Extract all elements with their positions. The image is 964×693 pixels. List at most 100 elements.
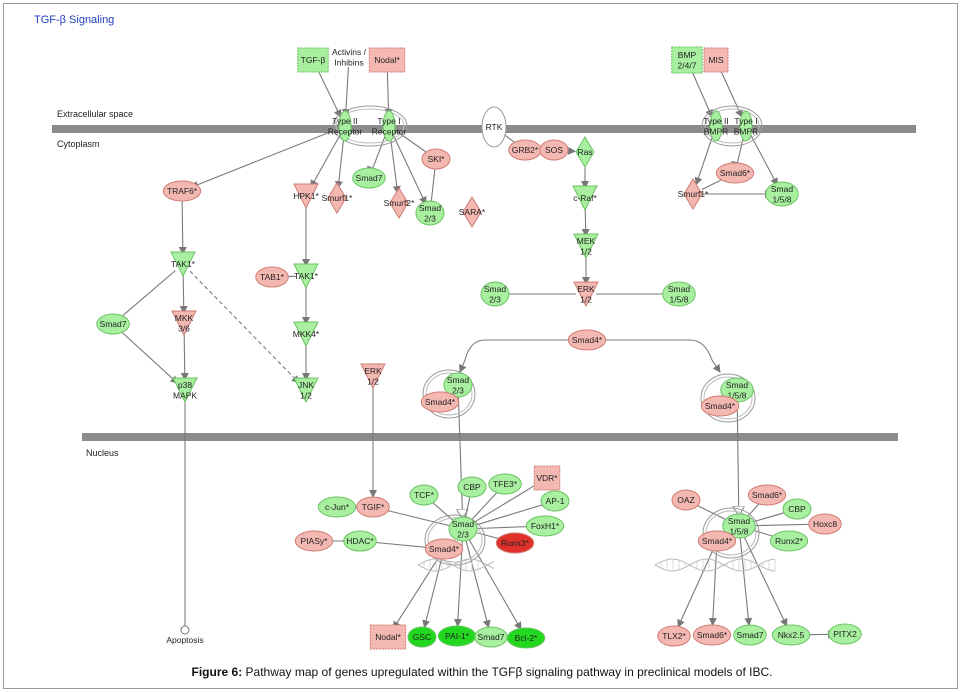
node-smad4_cl[interactable]: Smad4* — [420, 391, 460, 413]
node-grb2[interactable]: GRB2* — [508, 139, 542, 161]
node-label: Nkx2.5 — [778, 630, 805, 640]
edge-activins-rec2 — [341, 66, 350, 118]
node-mkk4[interactable]: MKK4* — [293, 321, 320, 348]
node-tgfb[interactable]: TGF-β — [297, 47, 329, 73]
node-pai1[interactable]: PAI-1* — [437, 625, 477, 647]
node-craf[interactable]: c-Raf* — [572, 185, 598, 212]
node-cbp_r[interactable]: CBP — [782, 498, 812, 520]
node-label: Bcl-2* — [515, 633, 538, 643]
node-activins[interactable]: Activins /Inhibins — [332, 47, 367, 68]
node-smad6_c[interactable]: Smad6* — [715, 162, 755, 184]
node-tab1[interactable]: TAB1* — [255, 266, 289, 288]
node-rtk[interactable]: RTK — [481, 106, 507, 148]
node-hoxc8[interactable]: Hoxc8 — [808, 513, 842, 535]
node-ras[interactable]: Ras — [575, 136, 595, 168]
edge-cbp_l-smad23_n — [464, 496, 471, 520]
node-smurf1_l[interactable]: Smurf1* — [322, 182, 353, 214]
node-hdac[interactable]: HDAC* — [343, 530, 377, 552]
node-sara[interactable]: SARA* — [459, 196, 486, 228]
node-nodal_top[interactable]: Nodal* — [368, 47, 406, 73]
node-oaz[interactable]: OAZ — [671, 489, 701, 511]
pathway-edges — [119, 66, 837, 639]
node-label: MEK — [577, 236, 596, 246]
node-tfe3[interactable]: TFE3* — [488, 473, 522, 495]
node-label: 1/2 — [367, 376, 379, 386]
node-smad4_mid[interactable]: Smad4* — [567, 329, 607, 351]
node-tcf[interactable]: TCF* — [409, 484, 439, 506]
edge-bmpr1-smad158_top — [750, 134, 778, 187]
node-smad4_nr[interactable]: Smad4* — [697, 530, 737, 552]
node-tgif[interactable]: TGIF* — [356, 496, 390, 518]
node-cjun[interactable]: c-Jun* — [317, 496, 357, 518]
node-gsc[interactable]: GSC — [407, 626, 437, 648]
node-hpk1[interactable]: HPK1* — [293, 183, 319, 210]
edge-smad23_cplx-smad23_n — [458, 394, 462, 519]
node-smad7_l[interactable]: Smad7 — [96, 313, 130, 335]
node-apoptosis[interactable]: Apoptosis — [166, 635, 203, 645]
node-label: TCF* — [414, 490, 435, 500]
edge-smad7_l-p38 — [119, 330, 179, 384]
node-label: VDR* — [536, 473, 558, 483]
node-label: AP-1 — [546, 496, 565, 506]
node-vdr[interactable]: VDR* — [533, 465, 561, 491]
node-label: Runx3* — [501, 538, 530, 548]
edge-bmpr2-smurf1_r — [694, 135, 714, 186]
node-label: PAI-1* — [445, 631, 470, 641]
node-bcl2[interactable]: Bcl-2* — [506, 627, 546, 649]
node-smad6_n[interactable]: Smad6* — [747, 484, 787, 506]
node-ap1[interactable]: AP-1 — [540, 490, 570, 512]
node-cbp_l[interactable]: CBP — [457, 476, 487, 498]
edge-traf6-tak1_l — [178, 200, 187, 256]
node-mis[interactable]: MIS — [703, 47, 729, 73]
node-foxh1[interactable]: FoxH1* — [525, 515, 565, 537]
node-smad4_cr[interactable]: Smad4* — [700, 395, 740, 417]
node-runx3[interactable]: Runx3* — [495, 532, 535, 554]
node-smad7_c[interactable]: Smad7 — [352, 167, 386, 189]
node-tlx2[interactable]: TLX2* — [657, 625, 691, 647]
node-smad7_b[interactable]: Smad7 — [474, 626, 508, 648]
node-traf6[interactable]: TRAF6* — [162, 180, 202, 202]
node-label: Smad — [419, 203, 441, 213]
complex-outline — [332, 105, 408, 147]
node-runx2[interactable]: Runx2* — [769, 530, 809, 552]
node-nodal_b[interactable]: Nodal* — [369, 624, 407, 650]
node-sos[interactable]: SOS — [539, 139, 569, 161]
edge-rec1-smad7_c — [366, 135, 386, 172]
node-tak1_m[interactable]: TAK1* — [293, 263, 319, 290]
node-pitx2[interactable]: PITX2 — [828, 623, 862, 645]
node-smurf2[interactable]: Smurf2* — [384, 187, 415, 219]
node-ski[interactable]: SKI* — [421, 148, 451, 170]
node-label: RTK — [486, 122, 503, 132]
node-smurf1_r[interactable]: Smurf1* — [678, 178, 709, 210]
node-piasy[interactable]: PIASy* — [294, 530, 334, 552]
node-smad4_nl[interactable]: Smad4* — [424, 538, 464, 560]
node-label: Type II — [332, 116, 358, 126]
node-smad7_b2[interactable]: Smad7 — [733, 624, 767, 646]
node-tak1_l[interactable]: TAK1* — [170, 251, 196, 278]
node-label: HDAC* — [346, 536, 374, 546]
node-label: Smad6* — [752, 490, 783, 500]
node-label: PITX2 — [833, 629, 857, 639]
node-label: CBP — [788, 504, 806, 514]
node-nkx25[interactable]: Nkx2.5 — [771, 624, 811, 646]
node-smad6_b[interactable]: Smad6* — [692, 624, 732, 646]
